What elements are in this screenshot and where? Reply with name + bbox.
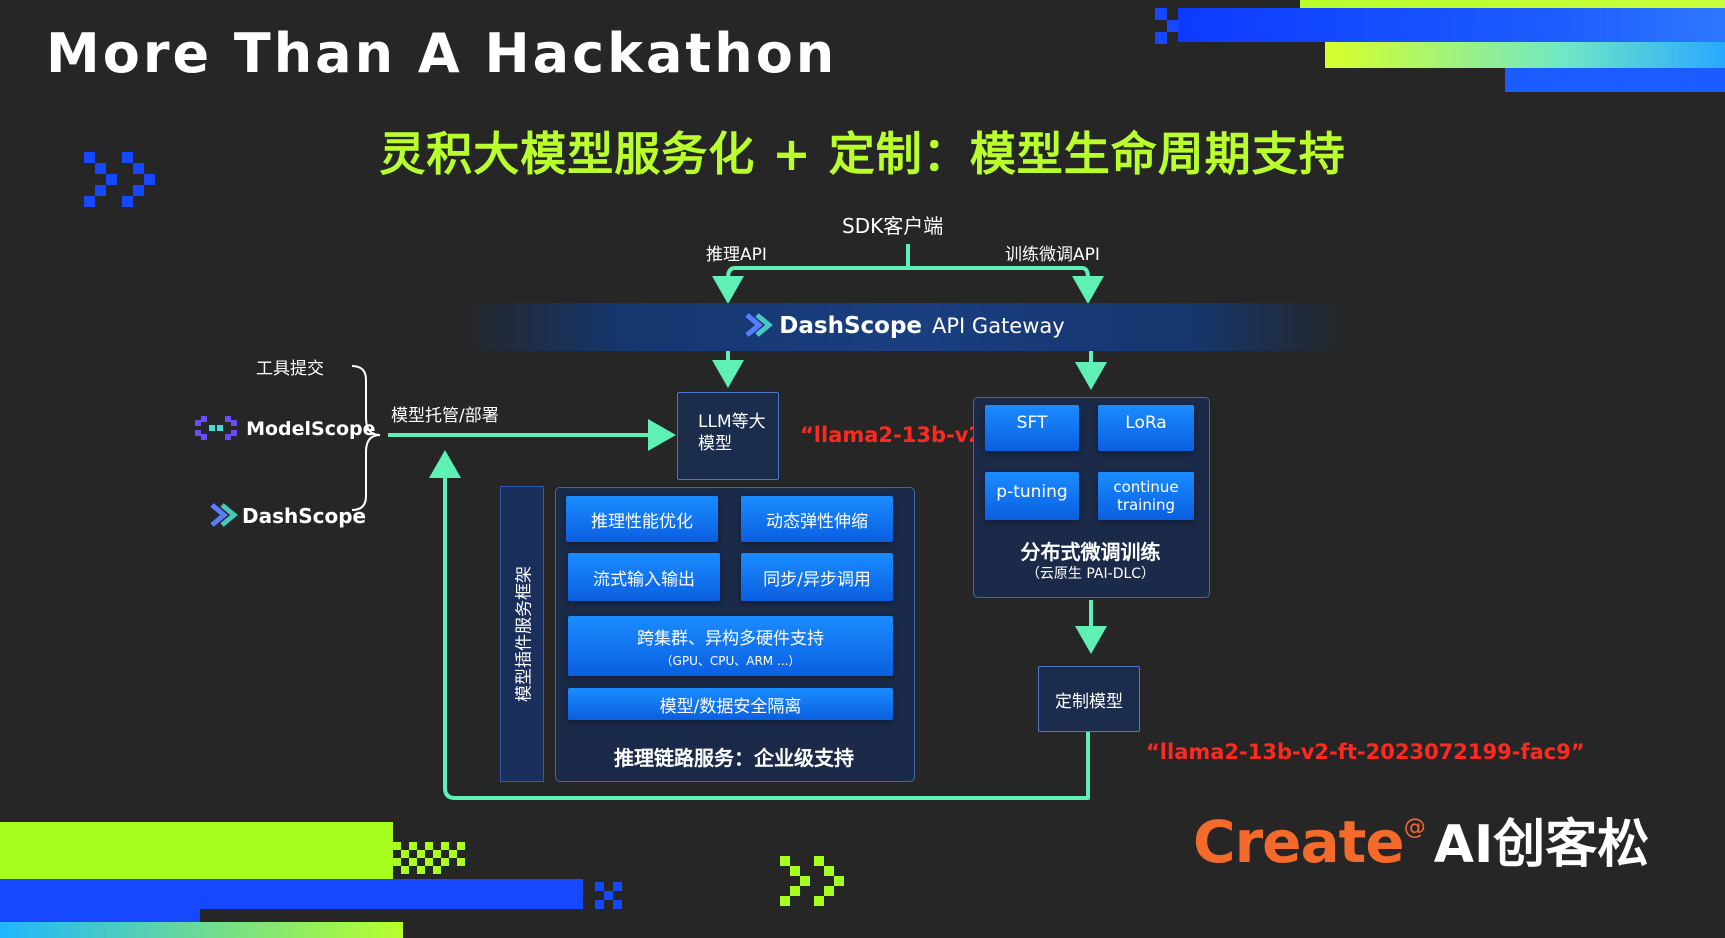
inference-feature-1: 推理性能优化 xyxy=(566,496,718,542)
finetune-continue-training: continue training xyxy=(1098,472,1194,520)
chevron-decor-icon xyxy=(84,152,155,207)
api-gateway-bar: DashScope API Gateway xyxy=(460,303,1350,351)
gateway-brand: DashScope xyxy=(779,313,923,339)
decor-band-bottom-blue2 xyxy=(0,909,200,922)
headline: More Than A Hackathon xyxy=(46,22,838,85)
plugin-framework-bar: 模型插件服务框架 xyxy=(500,486,544,782)
llm-model-box: LLM等大模型 xyxy=(677,392,779,480)
finetune-ptuning: p-tuning xyxy=(985,472,1079,520)
inference-feature-4: 同步/异步调用 xyxy=(741,553,893,601)
decor-band-bottom-lime xyxy=(0,822,393,879)
dashscope-logo-left: DashScope xyxy=(210,503,366,528)
dashscope-logo-icon xyxy=(210,503,238,527)
cluster-support-label: 跨集群、异构多硬件支持 xyxy=(637,628,824,649)
finetune-caption: 分布式微调训练 xyxy=(1020,540,1161,564)
chevron-decor-icon xyxy=(780,856,844,906)
checker-decor-icon xyxy=(393,842,465,874)
train-api-label: 训练微调API xyxy=(1005,245,1100,265)
create-ai-brand: Create@ AI创客松 xyxy=(1193,802,1649,877)
custom-model-label: 定制模型 xyxy=(1055,692,1123,712)
host-deploy-label: 模型托管/部署 xyxy=(391,406,499,426)
gateway-suffix: API Gateway xyxy=(932,314,1065,338)
brand-rest: AI创客松 xyxy=(1433,815,1650,875)
decor-pixel xyxy=(1155,8,1167,20)
modelscope-text: ModelScope xyxy=(246,418,376,440)
cluster-support-sub: （GPU、CPU、ARM ...） xyxy=(660,653,801,668)
dashscope-logo-icon xyxy=(745,313,774,337)
finetune-sft: SFT xyxy=(985,405,1079,451)
decor-band-top-right-blue xyxy=(1178,8,1725,42)
plugin-framework-label: 模型插件服务框架 xyxy=(514,566,535,702)
pixel-decor-icon xyxy=(595,882,622,909)
finetune-lora: LoRa xyxy=(1098,405,1194,451)
decor-band-bottom-blue xyxy=(0,879,583,909)
isolation-box: 模型/数据安全隔离 xyxy=(568,688,893,720)
inference-feature-3: 流式输入输出 xyxy=(568,553,720,601)
brand-at: @ xyxy=(1403,815,1426,840)
model-name-base: “llama2-13b-v2” xyxy=(800,423,997,447)
gateway-text: DashScope API Gateway xyxy=(460,313,1350,339)
decor-band-bottom-grad xyxy=(0,922,403,938)
decor-band-top-right-lime xyxy=(1325,42,1725,68)
decor-band-top-right-blue2 xyxy=(1505,68,1725,92)
llm-model-label: LLM等大模型 xyxy=(698,412,766,454)
custom-model-box: 定制模型 xyxy=(1038,666,1140,732)
brand-create: Create xyxy=(1193,808,1405,876)
tool-submit-label: 工具提交 xyxy=(256,359,324,379)
page-title: 灵积大模型服务化 + 定制：模型生命周期支持 xyxy=(379,127,1346,181)
finetune-sub: （云原生 PAI-DLC） xyxy=(1025,566,1156,582)
model-name-finetuned: “llama2-13b-v2-ft-2023072199-fac9” xyxy=(1146,740,1585,764)
cluster-support-box: 跨集群、异构多硬件支持 （GPU、CPU、ARM ...） xyxy=(568,616,893,676)
decor-pixel xyxy=(1167,20,1179,32)
sdk-client-label: SDK客户端 xyxy=(842,214,944,238)
infer-api-label: 推理API xyxy=(706,245,767,265)
dashscope-text: DashScope xyxy=(242,504,367,528)
decor-band-top-right xyxy=(1300,0,1725,8)
modelscope-logo-icon xyxy=(195,416,237,440)
inference-caption: 推理链路服务：企业级支持 xyxy=(614,746,854,770)
decor-pixel xyxy=(1155,32,1167,44)
modelscope-logo: ModelScope xyxy=(195,416,376,440)
inference-feature-2: 动态弹性伸缩 xyxy=(741,496,893,542)
